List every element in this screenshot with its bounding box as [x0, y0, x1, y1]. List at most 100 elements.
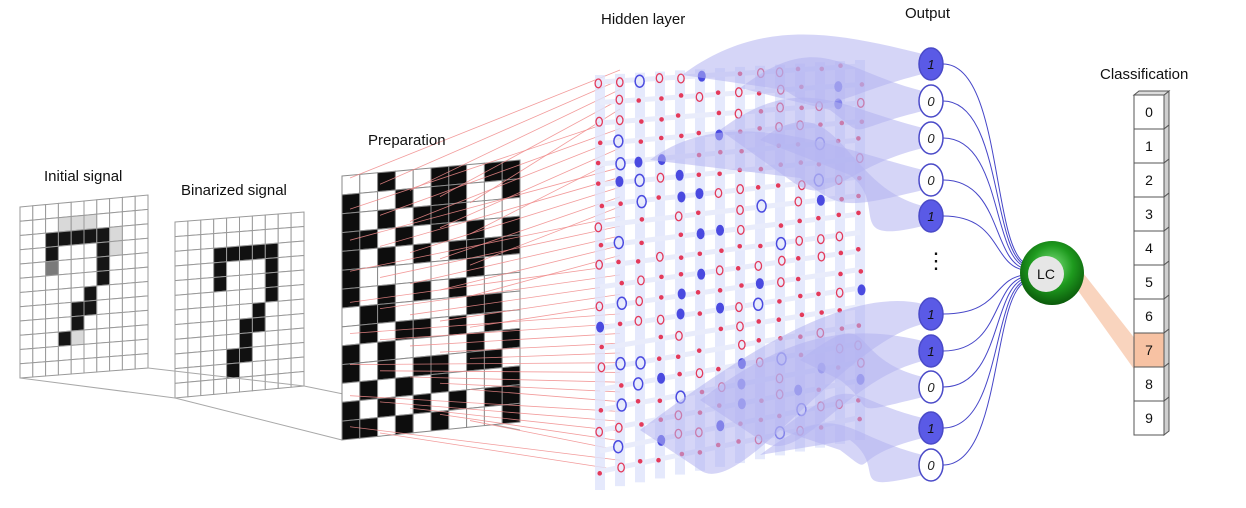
lc-wire	[942, 100, 1025, 265]
binarized-cell	[200, 379, 215, 397]
initial-cell	[45, 202, 59, 220]
binarized-cell	[226, 231, 240, 248]
hidden-dot	[717, 171, 722, 177]
initial-cell	[121, 354, 136, 371]
class-cell	[1133, 400, 1165, 436]
binarized-cell	[174, 352, 189, 370]
initial-cell	[109, 283, 123, 300]
projection-line	[439, 245, 621, 291]
preparation-cell	[430, 409, 450, 432]
binarized-cell	[213, 290, 228, 308]
preparation-cell	[341, 324, 361, 347]
hidden-dot	[678, 232, 684, 238]
output-flow	[650, 131, 923, 204]
hidden-ring-red	[695, 91, 704, 103]
hidden-ring-red	[597, 362, 606, 373]
class-cell-side	[1163, 259, 1170, 301]
binarized-cell	[290, 240, 305, 258]
output-node	[918, 448, 944, 482]
hidden-dot	[597, 140, 603, 146]
preparation-cell	[412, 411, 432, 434]
initial-cell	[109, 211, 123, 228]
hidden-dot	[797, 218, 802, 224]
preparation-cell	[466, 200, 485, 222]
class-column-top	[1132, 90, 1171, 96]
binarized-cell	[174, 293, 189, 311]
hidden-dot	[695, 290, 701, 295]
hidden-ring-red	[794, 196, 803, 207]
projection-line	[439, 342, 621, 353]
binarized-cell	[277, 226, 292, 244]
hidden-dot	[696, 348, 702, 353]
initial-cell	[19, 276, 34, 294]
initial-cell	[70, 358, 85, 375]
preparation-cell	[341, 305, 361, 328]
class-label: 7	[1145, 342, 1153, 358]
hidden-column-band	[635, 72, 645, 483]
preparation-cell	[466, 387, 485, 410]
hidden-dot	[856, 210, 861, 216]
projection-line	[439, 382, 621, 393]
initial-cell	[96, 356, 111, 373]
hidden-ring-red	[715, 265, 724, 276]
hidden-dot	[635, 259, 641, 264]
hidden-dot	[659, 96, 664, 101]
binarized-cell	[226, 333, 240, 350]
hidden-ring-red	[595, 116, 604, 127]
initial-cell	[121, 224, 136, 242]
initial-cell	[32, 275, 47, 292]
hidden-dot	[638, 139, 644, 144]
hidden-ring-red	[677, 73, 685, 84]
initial-cell	[32, 289, 47, 307]
initial-cell	[109, 254, 123, 271]
hidden-dot	[716, 110, 722, 116]
hidden-ring-red	[637, 275, 645, 286]
preparation-cell	[501, 402, 521, 425]
initial-cell	[32, 304, 47, 321]
initial-cell	[45, 231, 59, 248]
hidden-ring-blue	[636, 194, 647, 209]
binarized-cell	[187, 234, 202, 251]
projection-line	[439, 98, 621, 198]
hidden-node-blue	[677, 288, 686, 300]
preparation-cell	[466, 350, 485, 372]
hidden-dot	[635, 399, 641, 404]
hidden-dot	[639, 422, 644, 427]
preparation-cell	[341, 418, 361, 441]
binarized-cell	[239, 331, 253, 349]
preparation-cell	[341, 268, 361, 290]
projection-line	[409, 89, 621, 191]
preparation-cell	[394, 281, 414, 304]
initial-cell	[45, 217, 59, 234]
preparation-cell	[359, 417, 379, 439]
output-node-value: 0	[927, 458, 935, 473]
lc-wire	[942, 280, 1025, 429]
initial-cell	[121, 339, 136, 357]
binarized-cell	[239, 215, 253, 233]
preparation-cell	[412, 392, 432, 415]
initial-cell	[57, 316, 72, 333]
preparation-cell	[412, 280, 432, 302]
hidden-column-band	[655, 71, 665, 479]
preparation-cell	[341, 399, 361, 422]
initial-cell	[70, 272, 85, 289]
binarized-cell	[213, 217, 228, 235]
class-label: 0	[1145, 104, 1153, 120]
hidden-dot	[659, 274, 664, 280]
class-cell-side	[1163, 225, 1170, 267]
preparation-cell	[448, 408, 468, 430]
binarized-cell	[226, 362, 240, 380]
hidden-dot	[717, 288, 723, 293]
binarized-cell	[264, 242, 279, 260]
binarized-cell	[213, 348, 228, 366]
preparation-cell	[448, 370, 468, 393]
class-label: 8	[1145, 376, 1153, 392]
output-node	[918, 47, 944, 81]
initial-cell	[83, 342, 98, 360]
binarized-cell	[187, 380, 202, 398]
class-cell	[1133, 264, 1165, 300]
preparation-cell	[359, 228, 379, 251]
preparation-cell	[448, 183, 468, 205]
hidden-ring-red	[777, 277, 785, 288]
